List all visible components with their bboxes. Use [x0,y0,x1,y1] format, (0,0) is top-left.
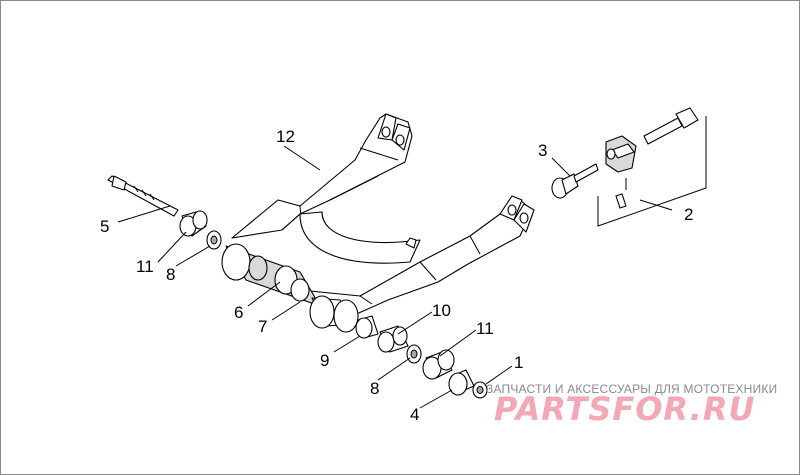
callout-10: 10 [432,301,451,320]
callout-2: 2 [684,205,693,224]
callout-9: 9 [320,351,329,370]
washer-part-8-left [206,230,222,250]
callout-12: 12 [276,127,295,146]
callout-4: 4 [410,405,419,424]
callout-11-right: 11 [476,319,494,338]
washer-part-8-right [406,344,422,364]
callout-5: 5 [100,217,109,236]
bushing-part-11-left [179,210,208,237]
callout-8-right: 8 [370,379,379,398]
callout-3: 3 [538,141,547,160]
callout-1: 1 [514,353,523,372]
adjuster-part-2 [597,107,707,227]
callout-11-left: 11 [136,257,154,276]
callout-labels: 12 3 2 5 11 8 6 7 9 10 8 11 4 1 [100,127,693,424]
watermark-tagline: ЗАПЧАСТИ И АКСЕССУАРЫ ДЛЯ МОТОТЕХНИКИ [486,382,778,396]
watermark-logo: PARTSFOR.RU [494,390,756,428]
leader-lines [117,145,673,409]
callout-8-left: 8 [166,265,175,284]
bolt-part-3 [551,163,599,199]
pivot-bolt-part-5 [107,175,179,217]
swingarm-part-12 [221,113,535,333]
callout-6: 6 [234,303,243,322]
nut-part-1 [472,381,488,399]
callout-7: 7 [258,317,267,336]
cap-part-4 [448,369,475,396]
spacer-part-9 [355,315,379,339]
bushing-part-11-right [422,349,455,380]
